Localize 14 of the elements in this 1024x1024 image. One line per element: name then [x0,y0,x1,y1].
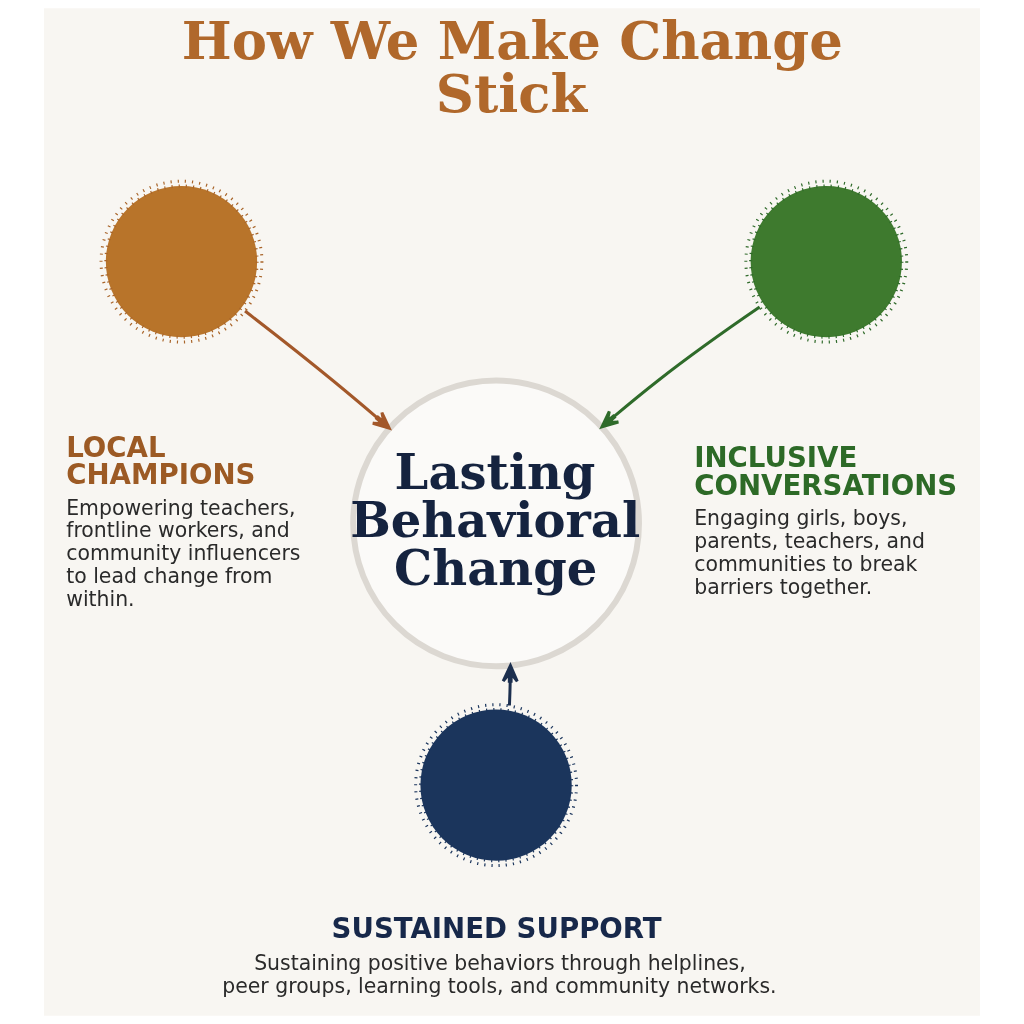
node-label: SUSTAINED SUPPORT [331,911,662,945]
node-label: Engaging girls, boys, parents, teachers, and communities to break barriers together. [694,506,925,599]
arrow [244,309,391,430]
node-circle [414,703,579,868]
node-circle: Lasting Behavioral Change [350,377,642,670]
node-label: Sustaining positive behaviors through helplines, peer groups, learning tools, and community networks. [222,951,777,999]
node-label: INCLUSIVE CONVERSATIONS [694,441,958,503]
node-label: LOCAL CHAMPIONS [66,430,256,492]
node-circle [99,179,264,344]
diagram-title: How We Make Change Stick [181,8,843,124]
arrow [501,664,519,706]
node-label: Empowering teachers, frontline workers, and community influencers to lead change from within. [66,495,301,611]
node-circle [744,179,909,344]
arrow [600,305,761,429]
